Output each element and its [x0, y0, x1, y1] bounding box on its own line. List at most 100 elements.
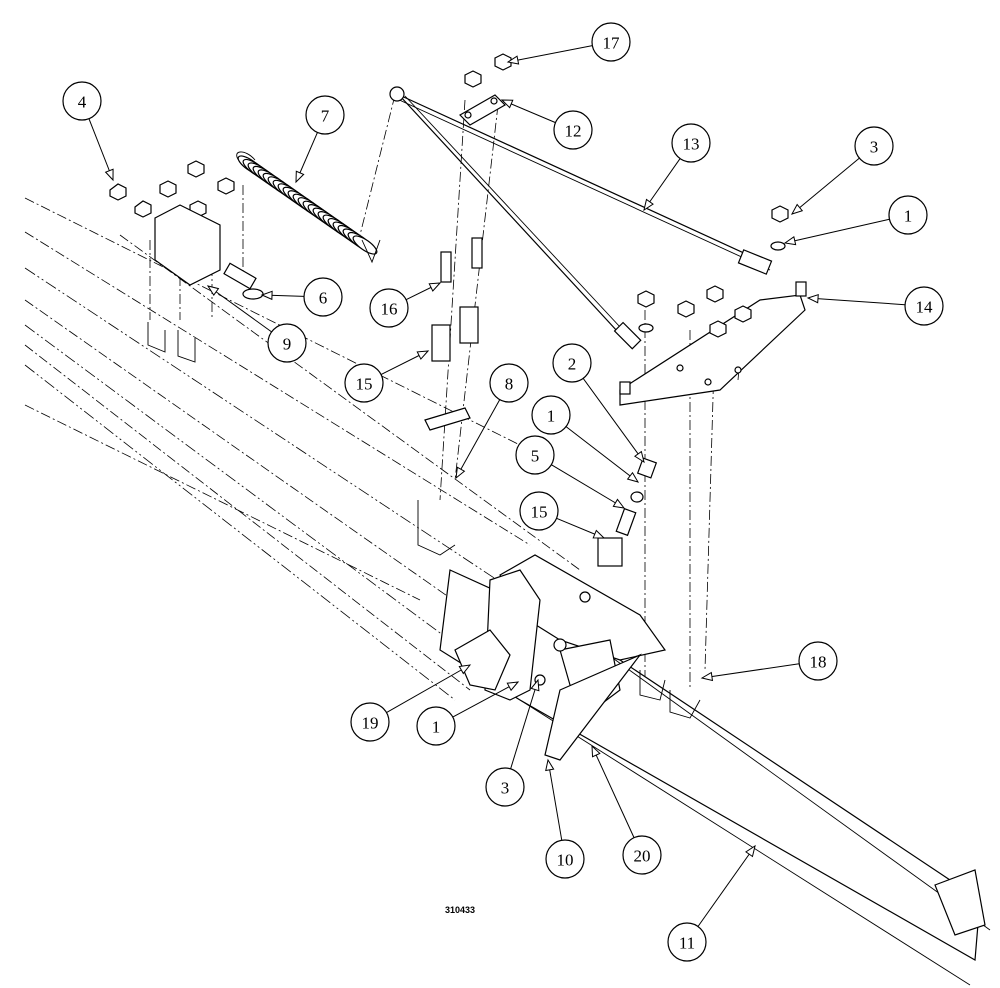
balloon-label: 4	[78, 93, 87, 112]
balloon-circle	[344, 363, 384, 403]
leader-arrowhead	[506, 55, 520, 65]
balloon-circle	[305, 95, 345, 135]
callout-c4: 4	[62, 81, 114, 182]
leader-arrowhead	[591, 744, 601, 758]
balloon-label: 6	[319, 289, 328, 308]
balloon-label: 1	[547, 407, 556, 426]
balloon-label: 3	[870, 138, 879, 157]
balloon-circle	[545, 839, 585, 879]
rod-assembly	[389, 86, 773, 431]
leader-arrowhead	[592, 529, 606, 539]
callout-c1c: 1	[416, 681, 520, 746]
balloon-label: 1	[904, 207, 913, 226]
leader-line	[784, 218, 890, 244]
callout-c5: 5	[515, 435, 626, 509]
balloon-circle	[485, 767, 525, 807]
callout-c15a: 15	[344, 350, 430, 403]
leader-line	[551, 464, 625, 509]
callout-c17: 17	[506, 22, 631, 65]
balloon-circle	[888, 195, 928, 235]
figure-number: 310433	[445, 905, 475, 915]
balloon-label: 15	[531, 503, 548, 522]
balloon-label: 15	[356, 375, 373, 394]
leader-arrowhead	[260, 290, 273, 301]
center-bracket	[454, 554, 667, 761]
leader-arrowhead	[500, 99, 514, 109]
balloon-circle	[369, 288, 409, 328]
balloon-label: 20	[634, 847, 651, 866]
leader-line	[807, 297, 906, 306]
leader-line	[547, 759, 563, 841]
spring-7	[236, 151, 381, 264]
balloon-label: 19	[362, 714, 379, 733]
balloon-circle	[531, 395, 571, 435]
leader-line	[791, 157, 860, 215]
spring-coil	[352, 235, 378, 255]
callout-c6: 6	[260, 277, 343, 317]
leader-arrowhead	[206, 285, 220, 296]
balloon-label: 14	[916, 298, 934, 317]
leader-line	[507, 45, 593, 63]
leader-line	[697, 845, 756, 927]
leader-line	[386, 664, 471, 714]
balloon-label: 18	[810, 653, 827, 672]
leader-arrowhead	[416, 350, 430, 360]
hardware	[109, 53, 789, 719]
balloon-label: 2	[568, 355, 577, 374]
callout-c3a: 3	[790, 126, 894, 215]
balloon-circle	[622, 835, 662, 875]
leader-arrowhead	[806, 293, 819, 304]
leader-arrowhead	[506, 681, 520, 692]
balloon-circle	[489, 363, 529, 403]
callout-c13: 13	[643, 123, 711, 212]
callout-c20: 20	[591, 744, 662, 875]
callout-c12: 12	[500, 99, 593, 150]
balloon-circle	[591, 22, 631, 62]
callout-c9: 9	[206, 285, 307, 363]
balloon-circle	[798, 641, 838, 681]
leader-line	[701, 663, 800, 679]
callout-c16: 16	[369, 282, 442, 328]
leader-line	[455, 399, 501, 479]
callout-c15b: 15	[519, 491, 606, 539]
balloon-label: 10	[557, 851, 574, 870]
balloon-circle	[303, 277, 343, 317]
balloon-label: 9	[283, 335, 292, 354]
balloon-circle	[553, 110, 593, 150]
leader-arrowhead	[790, 203, 804, 215]
callout-c1b: 1	[531, 395, 640, 483]
callout-c7: 7	[295, 95, 345, 184]
balloon-label: 1	[432, 718, 441, 737]
leader-arrowhead	[458, 664, 472, 675]
leader-arrowhead	[104, 168, 114, 182]
leader-line	[88, 118, 114, 181]
balloon-circle	[267, 323, 307, 363]
balloon-label: 13	[683, 135, 700, 154]
callout-c14: 14	[806, 286, 944, 326]
leader-arrowhead	[530, 678, 540, 692]
balloon-label: 7	[321, 107, 330, 126]
leader-line	[510, 679, 539, 769]
balloon-circle	[416, 706, 456, 746]
callout-c3b: 3	[485, 678, 540, 807]
leader-line	[565, 426, 639, 483]
linkage-plate-14	[619, 281, 807, 406]
balloon-label: 8	[505, 375, 514, 394]
callout-c11: 11	[667, 844, 756, 962]
balloon-circle	[519, 491, 559, 531]
balloon-circle	[667, 922, 707, 962]
balloon-label: 3	[501, 779, 510, 798]
leader-arrowhead	[633, 450, 645, 464]
balloon-circle	[854, 126, 894, 166]
leader-arrowhead	[745, 844, 756, 858]
balloon-circle	[515, 435, 555, 475]
balloon-label: 16	[381, 300, 398, 319]
callout-c2: 2	[552, 343, 645, 464]
leader-arrowhead	[455, 466, 466, 480]
balloon-label: 11	[679, 934, 695, 953]
callout-c19: 19	[350, 664, 472, 742]
leader-arrowhead	[626, 471, 640, 483]
callout-c1a: 1	[783, 195, 928, 246]
